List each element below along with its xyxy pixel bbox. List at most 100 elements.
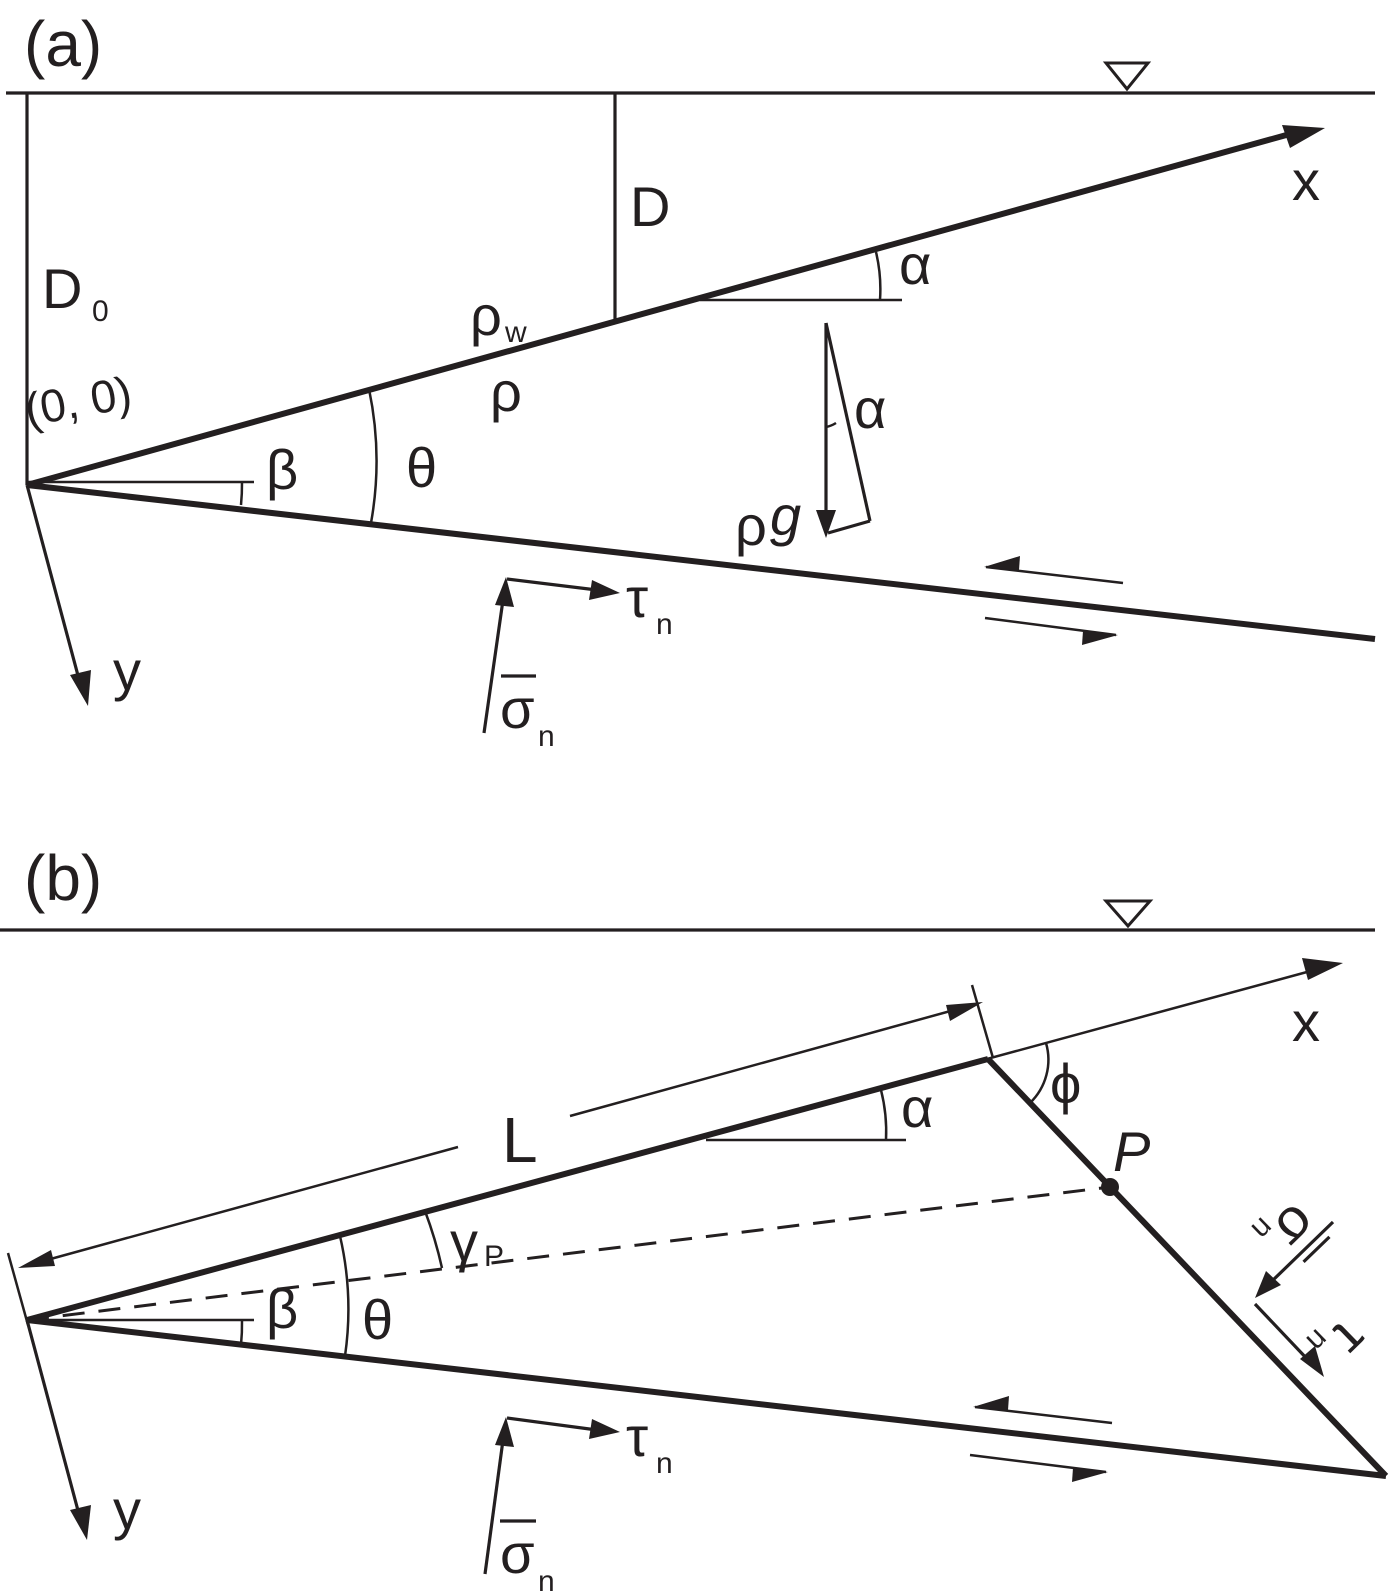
length-tick-left: [6, 1252, 30, 1326]
theta-label: θ: [406, 436, 437, 499]
tau-arrow: [506, 577, 598, 592]
svg-text:n: n: [538, 1565, 555, 1595]
shear-sense-lower: [969, 1453, 1107, 1474]
beta-arc: [239, 1319, 244, 1346]
rho-w-label: ρ w: [470, 284, 527, 349]
y-axis-line: [25, 484, 82, 684]
svg-text:n: n: [656, 608, 673, 641]
length-line-right: [569, 1005, 966, 1118]
length-label: L: [502, 1104, 538, 1176]
svg-text:ρ: ρ: [735, 494, 767, 557]
back-tau-arrow: [1253, 1302, 1312, 1364]
water-level-triangle-icon: [1102, 899, 1154, 929]
shear-sense-upper-head: [973, 1396, 1009, 1410]
alpha-label: α: [899, 233, 931, 296]
back-sigma-arrow: [1268, 1220, 1335, 1285]
water-level-triangle-icon: [1102, 61, 1152, 92]
point-p-label: P: [1113, 1120, 1150, 1183]
gamma-p-label: γ P: [450, 1210, 504, 1273]
y-axis-label: y: [113, 639, 141, 702]
beta-arc: [239, 481, 244, 506]
rho-label: ρ: [490, 360, 522, 423]
shear-sense-lower: [984, 616, 1117, 637]
shear-sense-lower-head: [1082, 631, 1118, 645]
svg-text:ρ: ρ: [470, 284, 502, 347]
panel-a-tag: (a): [24, 8, 102, 80]
length-arrowhead-left: [18, 1250, 55, 1268]
sigma-arrow: [482, 599, 505, 734]
back-sigma-label: σ n: [1245, 1192, 1331, 1264]
wedge-base: [26, 1317, 1387, 1479]
sigma-arrowhead: [495, 1417, 514, 1447]
tau-label: τ n: [626, 1405, 673, 1480]
phi-label: ϕ: [1050, 1052, 1081, 1115]
wedge-top-surface: [26, 1056, 989, 1323]
theta-arc: [367, 388, 378, 524]
tau-arrowhead: [589, 1419, 620, 1439]
svg-text:τ: τ: [1321, 1308, 1381, 1369]
svg-text:γ: γ: [450, 1210, 478, 1273]
y-axis-label: y: [113, 1478, 141, 1541]
gravity-label: ρ g: [735, 484, 801, 557]
back-tau-label: τ n: [1300, 1308, 1381, 1369]
origin-label: (0, 0): [21, 366, 136, 436]
x-axis-label: x: [1292, 990, 1320, 1053]
length-line-left: [35, 1145, 459, 1265]
theta-label: θ: [362, 1288, 393, 1351]
svg-text:0: 0: [92, 295, 109, 328]
y-axis-line: [25, 1319, 82, 1519]
alpha-arc: [879, 1089, 888, 1141]
tau-label: τ n: [626, 566, 673, 641]
x-axis-label: x: [1292, 149, 1320, 212]
panel-b: (b): [0, 842, 1389, 1595]
sigma-label: σ n: [500, 674, 555, 753]
gamma-arc: [423, 1210, 444, 1269]
sigma-arrow: [483, 1439, 505, 1575]
wedge-top-surface: [26, 131, 1291, 488]
gravity-component-line: [824, 322, 872, 522]
gamma-dashed-line: [26, 1185, 1111, 1322]
svg-text:g: g: [770, 484, 801, 547]
svg-text:τ: τ: [626, 566, 648, 629]
panel-b-tag: (b): [24, 842, 102, 914]
beta-label: β: [266, 1277, 298, 1340]
sigma-arrowhead: [495, 577, 514, 607]
length-tick-right: [970, 984, 995, 1059]
wedge-back-wall: [985, 1056, 1389, 1479]
gravity-alpha-arc: [825, 421, 837, 429]
y-axis-arrowhead: [70, 670, 91, 706]
beta-label: β: [266, 438, 298, 501]
shear-sense-lower-head: [1072, 1468, 1108, 1482]
gravity-normal-component: [827, 519, 871, 535]
length-arrowhead-right: [946, 1002, 983, 1021]
wedge-base: [26, 482, 1376, 642]
svg-text:n: n: [538, 720, 555, 753]
back-tau-arrowhead: [1300, 1346, 1324, 1377]
sigma-label: σ n: [500, 1519, 555, 1595]
alpha-arc: [874, 251, 882, 301]
tau-arrowhead: [589, 580, 620, 600]
svg-text:σ: σ: [500, 1522, 535, 1585]
x-axis-arrowhead: [1302, 958, 1343, 980]
back-sigma-arrowhead: [1255, 1271, 1281, 1298]
gravity-arrowhead: [816, 510, 836, 538]
svg-text:w: w: [504, 316, 527, 349]
depth-label: D: [630, 175, 670, 238]
shear-sense-upper: [985, 565, 1124, 585]
point-p-marker: [1101, 1178, 1119, 1196]
shear-sense-upper-head: [984, 556, 1020, 570]
alpha-label: α: [901, 1076, 933, 1139]
svg-text:P: P: [484, 1240, 504, 1273]
shear-sense-upper: [974, 1405, 1113, 1425]
svg-text:n: n: [656, 1447, 673, 1480]
tau-arrow: [506, 1416, 598, 1432]
svg-text:D: D: [42, 257, 82, 320]
y-axis-arrowhead: [70, 1505, 91, 1540]
gravity-alpha-label: α: [854, 377, 886, 440]
phi-arc: [1029, 1042, 1050, 1104]
panel-a: (a): [6, 8, 1376, 753]
svg-text:τ: τ: [626, 1405, 648, 1468]
svg-text:σ: σ: [500, 677, 535, 740]
x-axis-arrowhead: [1282, 125, 1325, 148]
